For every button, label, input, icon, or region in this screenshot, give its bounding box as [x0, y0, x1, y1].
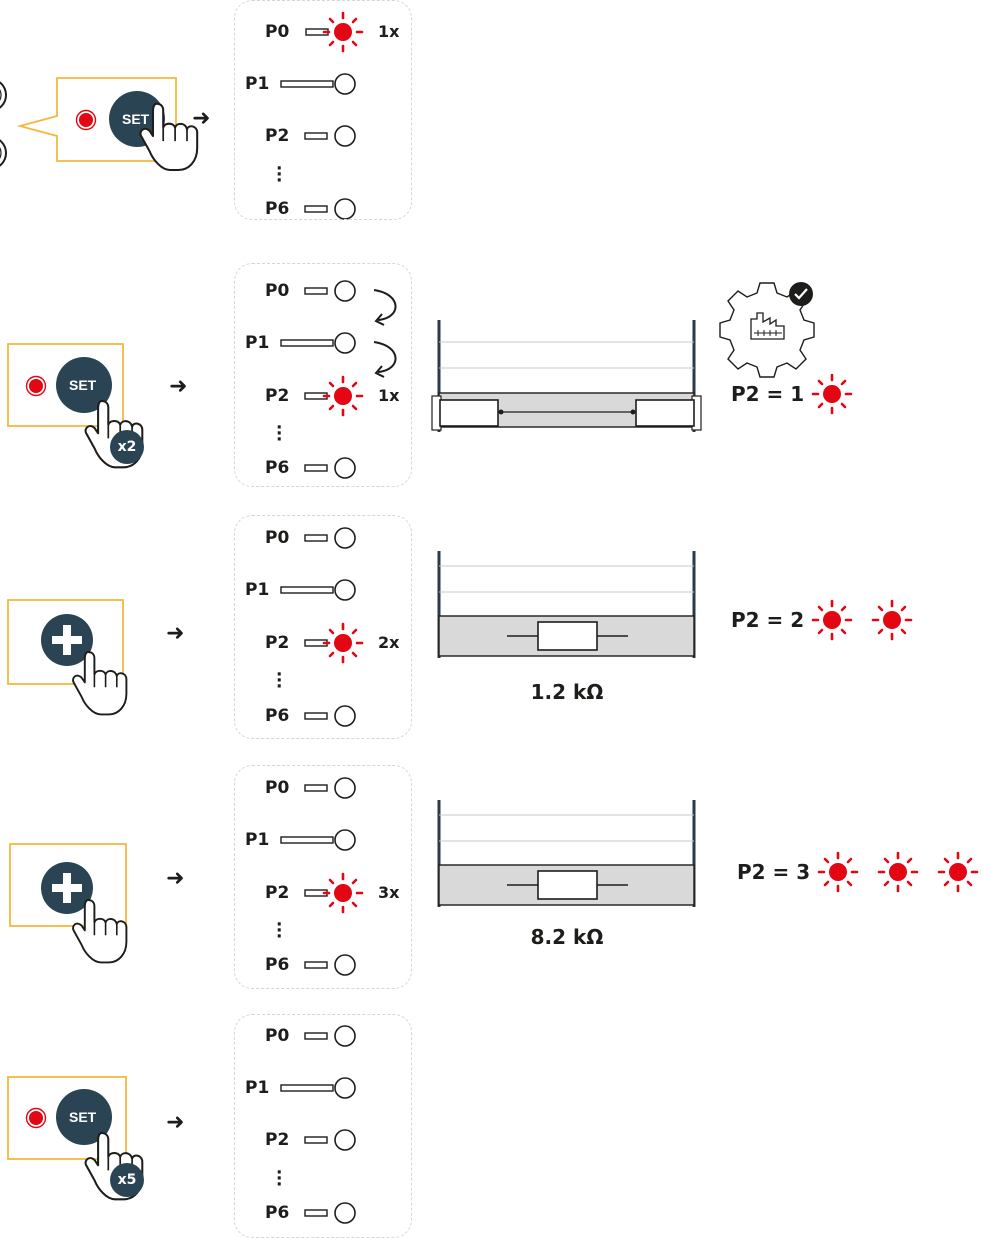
set-button[interactable] — [56, 1089, 112, 1145]
param-label-p0: P0 — [265, 1026, 290, 1046]
param-label-p1: P1 — [245, 1078, 270, 1098]
arrow-right-icon: ➜ — [192, 106, 211, 131]
set-button-label: SET — [69, 377, 97, 393]
arrow-right-icon: ➜ — [166, 1110, 185, 1135]
ellipsis-dots: ··· — [276, 159, 283, 191]
led-icon — [79, 113, 93, 127]
parameter-panel — [234, 765, 412, 989]
step4 — [9, 777, 979, 976]
safety-edge-resistor-diagram — [437, 800, 696, 907]
param-label-p2: P2 — [265, 633, 290, 653]
param-label-p1: P1 — [245, 830, 270, 850]
param-label-p0: P0 — [265, 281, 290, 301]
led-icon — [29, 1111, 43, 1125]
safety-edge-diagram — [431, 320, 702, 432]
parameter-panel — [234, 0, 412, 220]
param-label-p0: P0 — [265, 778, 290, 798]
param-label-p6: P6 — [265, 955, 290, 975]
step3 — [7, 527, 913, 727]
ellipsis-dots: ··· — [276, 665, 283, 697]
param-label-p6: P6 — [265, 458, 290, 478]
param-label-p6: P6 — [265, 1203, 290, 1223]
arrow-right-icon: ➜ — [166, 621, 185, 646]
param-label-p6: P6 — [265, 199, 290, 219]
parameter-panel — [234, 263, 412, 487]
ellipsis-dots: ··· — [276, 1163, 283, 1195]
set-button[interactable] — [56, 357, 112, 413]
result-equation: P2 = 3 — [737, 860, 811, 884]
param-label-p1: P1 — [245, 580, 270, 600]
blink-count: 1x — [378, 22, 400, 41]
press-count-badge: x5 — [110, 1163, 144, 1197]
param-label-p2: P2 — [265, 1130, 290, 1150]
param-label-p2: P2 — [265, 386, 290, 406]
param-label-p0: P0 — [265, 528, 290, 548]
param-label-p2: P2 — [265, 883, 290, 903]
device-button-icon — [0, 81, 7, 109]
param-label-p1: P1 — [245, 74, 270, 94]
led-icon — [29, 379, 43, 393]
resistor-value: 8.2 kΩ — [530, 925, 604, 949]
param-label-p2: P2 — [265, 126, 290, 146]
device-button-icon — [0, 139, 7, 167]
ellipsis-dots: ··· — [276, 915, 283, 947]
result-equation: P2 = 1 — [731, 382, 805, 406]
result-equation: P2 = 2 — [731, 608, 805, 632]
arrow-right-icon: ➜ — [166, 866, 185, 891]
step2 — [7, 280, 853, 479]
blink-count: 2x — [378, 633, 400, 652]
set-button-label: SET — [69, 1109, 97, 1125]
parameter-panel — [234, 1014, 412, 1238]
blink-count: 1x — [378, 386, 400, 405]
arrow-right-icon: ➜ — [169, 374, 188, 399]
param-label-p6: P6 — [265, 706, 290, 726]
ellipsis-dots: ··· — [276, 418, 283, 450]
step1 — [0, 11, 364, 220]
blink-count: 3x — [378, 883, 400, 902]
press-count-badge: x2 — [110, 430, 144, 464]
set-button-label: SET — [122, 111, 150, 127]
safety-edge-resistor-diagram — [437, 551, 696, 658]
param-label-p0: P0 — [265, 22, 290, 42]
step5 — [7, 1025, 356, 1224]
resistor-value: 1.2 kΩ — [530, 680, 604, 704]
check-icon — [789, 282, 813, 306]
param-label-p1: P1 — [245, 333, 270, 353]
parameter-panel — [234, 515, 412, 739]
